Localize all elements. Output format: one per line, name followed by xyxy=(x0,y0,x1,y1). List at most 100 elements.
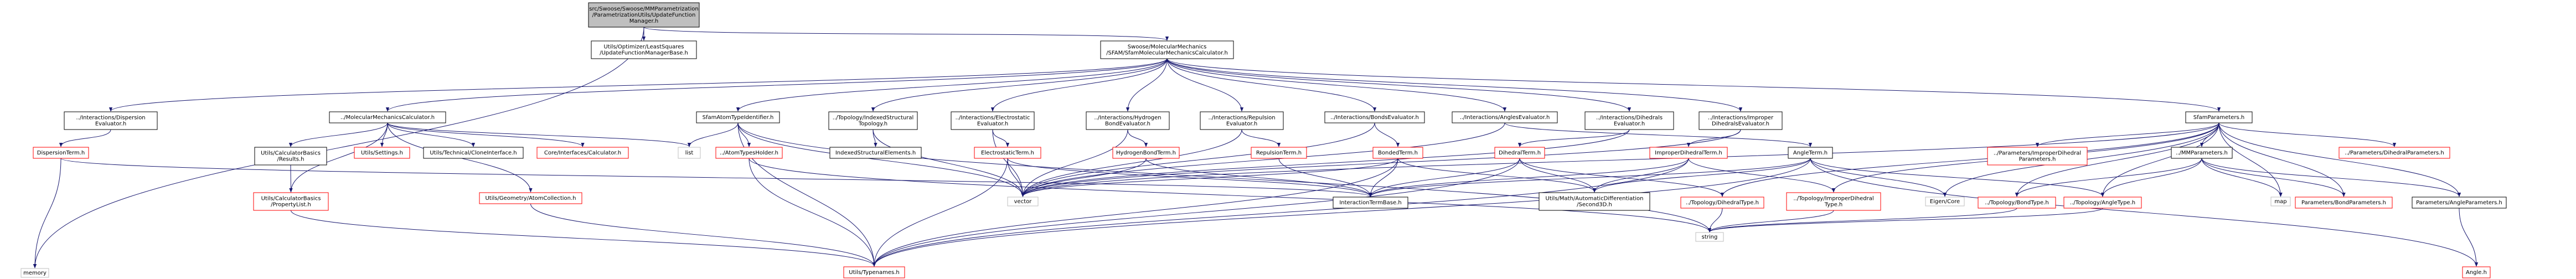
node-impeval[interactable]: ../Interactions/ImproperDihedralsEvaluat… xyxy=(1699,111,1783,130)
node-bondparams-label-line: Parameters/BondParameters.h xyxy=(2301,200,2386,206)
node-dihedeval[interactable]: ../Interactions/DihedralsEvaluator.h xyxy=(1584,111,1674,130)
node-hbondterm-label-line: HydrogenBondTerm.h xyxy=(1116,150,1176,156)
edge-repeval-to-repterm xyxy=(1241,129,1281,147)
node-indextopo-label-line: Topology.h xyxy=(858,121,887,127)
node-hbondterm[interactable]: HydrogenBondTerm.h xyxy=(1112,147,1180,159)
edge-repeval-to-vector xyxy=(1021,129,1242,197)
node-string-label-line: string xyxy=(1702,234,1718,240)
node-electroeval-label-line: Evaluator.h xyxy=(977,121,1008,127)
node-impdihedparams[interactable]: ../Parameters/ImproperDihedralParameters… xyxy=(1987,147,2088,166)
node-lsq-box xyxy=(591,40,697,59)
node-settings-box xyxy=(354,147,410,159)
edge-sfamcalc-to-indextopo xyxy=(871,58,1168,112)
node-sfamparams-label-line: SfamParameters.h xyxy=(2193,115,2245,121)
edge-sfamparams-to-bondparams xyxy=(2218,122,2346,197)
node-bondseval-box xyxy=(1324,111,1425,123)
node-vector-box xyxy=(1007,197,1039,206)
node-mmparams-label-line: ../MMParameters.h xyxy=(2176,150,2228,156)
node-lsq[interactable]: Utils/Optimizer/LeastSquares/UpdateFunct… xyxy=(591,40,697,59)
node-root-box xyxy=(588,2,700,28)
edge-angleterm-to-topoangle xyxy=(1810,158,2105,197)
node-proplist[interactable]: Utils/CalculatorBasics/PropertyList.h xyxy=(253,192,329,211)
edge-sfamcalc-to-sfamparams xyxy=(1166,58,2221,112)
node-angleseval[interactable]: ../Interactions/AnglesEvaluator.h xyxy=(1452,111,1558,123)
node-dihedterm[interactable]: DihedralTerm.h xyxy=(1494,147,1545,159)
node-settings[interactable]: Utils/Settings.h xyxy=(354,147,410,159)
node-calcresults[interactable]: Utils/CalculatorBasics/Results.h xyxy=(254,147,327,166)
node-repterm-label-line: RepulsionTerm.h xyxy=(1256,150,1302,156)
edge-electroeval-to-electroterm xyxy=(992,129,1010,147)
node-impterm[interactable]: ImproperDihedralTerm.h xyxy=(1649,147,1728,159)
node-topodihed[interactable]: ../Topology/DihedralType.h xyxy=(1680,197,1764,209)
node-autodiff-box xyxy=(1539,192,1650,211)
node-memory[interactable]: memory xyxy=(20,268,49,278)
node-angleterm[interactable]: AngleTerm.h xyxy=(1788,147,1833,159)
node-atomholder[interactable]: ../AtomTypesHolder.h xyxy=(715,147,783,159)
edge-proplist-to-typenames xyxy=(291,210,876,267)
node-string[interactable]: string xyxy=(1695,232,1724,242)
edge-dihedterm-to-typenames xyxy=(872,158,1520,267)
edge-sfamcalc-to-mmcalc xyxy=(386,58,1168,112)
edge-mmcalc-to-corecalc xyxy=(387,122,585,147)
node-sfamatom[interactable]: SfamAtomTypeIdentifier.h xyxy=(696,111,780,123)
node-angleparams[interactable]: Parameters/AngleParameters.h xyxy=(2412,197,2507,209)
node-atomcoll[interactable]: Utils/Geometry/AtomCollection.h xyxy=(479,192,582,204)
node-corecalc[interactable]: Core/Interfaces/Calculator.h xyxy=(536,147,629,159)
edge-sfamparams-to-topoangle xyxy=(2100,122,2219,197)
edge-mmparams-to-topobond xyxy=(2015,158,2202,197)
node-typenames[interactable]: Utils/Typenames.h xyxy=(843,266,905,278)
edge-sfamcalc-to-angleseval xyxy=(1166,58,1507,112)
node-sfamcalc-label-line: /SFAM/SfamMolecularMechanicsCalculator.h xyxy=(1106,50,1228,56)
node-angleh[interactable]: Angle.h xyxy=(2462,266,2491,278)
edge-root-to-sfamcalc xyxy=(643,27,1169,41)
node-impdihedparams-label-line: Parameters.h xyxy=(2019,157,2056,163)
node-topoangle[interactable]: ../Topology/AngleType.h xyxy=(2063,197,2142,209)
edge-topoangle-to-string xyxy=(1708,208,2103,232)
edge-dispeval-to-dispterm xyxy=(59,129,111,147)
node-root[interactable]: src/Swoose/Swoose/MMParametrization/Para… xyxy=(588,2,700,28)
node-dispterm[interactable]: DispersionTerm.h xyxy=(33,147,89,159)
node-map[interactable]: map xyxy=(2270,197,2291,206)
node-itbase[interactable]: InteractionTermBase.h xyxy=(1333,197,1408,209)
edge-atomholder-to-string xyxy=(748,158,1712,232)
node-repeval-label-line: ../Interactions/Repulsion xyxy=(1208,115,1275,121)
node-sfamparams[interactable]: SfamParameters.h xyxy=(2185,111,2253,123)
node-sfamcalc[interactable]: Swoose/MolecularMechanics/SFAM/SfamMolec… xyxy=(1100,40,1234,59)
edge-angleparams-to-angleh xyxy=(2459,208,2479,267)
node-bondedterm[interactable]: BondedTerm.h xyxy=(1372,147,1423,159)
node-indexelems[interactable]: IndexedStructuralElements.h xyxy=(829,147,922,159)
node-mmparams[interactable]: ../MMParameters.h xyxy=(2171,147,2233,159)
node-root-label-line: src/Swoose/Swoose/MMParametrization xyxy=(589,6,698,12)
edge-sfamcalc-to-bondseval xyxy=(1166,58,1377,112)
edge-sfamparams-to-impdihedparams xyxy=(2035,122,2219,147)
node-clone[interactable]: Utils/Technical/CloneInterface.h xyxy=(423,147,524,159)
node-angleterm-box xyxy=(1788,147,1833,159)
node-eigen[interactable]: Eigen/Core xyxy=(1925,197,1965,206)
node-list[interactable]: list xyxy=(678,147,701,159)
node-dihedparams[interactable]: ../Parameters/DihedralParameters.h xyxy=(2338,147,2450,159)
node-repterm[interactable]: RepulsionTerm.h xyxy=(1251,147,1307,159)
node-bondparams[interactable]: Parameters/BondParameters.h xyxy=(2295,197,2393,209)
node-sfamcalc-box xyxy=(1100,40,1234,59)
edge-indextopo-to-vector xyxy=(873,129,1025,197)
edge-mmparams-to-bondparams xyxy=(2201,158,2346,197)
node-bondseval[interactable]: ../Interactions/BondsEvaluator.h xyxy=(1324,111,1425,123)
node-vector[interactable]: vector xyxy=(1007,197,1039,206)
node-topobond[interactable]: ../Topology/BondType.h xyxy=(1978,197,2056,209)
node-mmcalc[interactable]: ../MolecularMechanicsCalculator.h xyxy=(329,111,446,123)
node-autodiff[interactable]: Utils/Math/AutomaticDifferentiation/Seco… xyxy=(1539,192,1650,211)
node-mmparams-box xyxy=(2171,147,2233,159)
node-topoangle-label-line: ../Topology/AngleType.h xyxy=(2070,200,2135,206)
node-angleparams-box xyxy=(2412,197,2507,209)
edge-sfamparams-to-topodihed xyxy=(1720,122,2219,197)
node-dihedparams-box xyxy=(2338,147,2450,159)
edge-angleterm-to-typenames xyxy=(872,158,1811,267)
node-electroterm[interactable]: ElectrostaticTerm.h xyxy=(974,147,1041,159)
edge-atomcoll-to-typenames xyxy=(530,203,876,267)
